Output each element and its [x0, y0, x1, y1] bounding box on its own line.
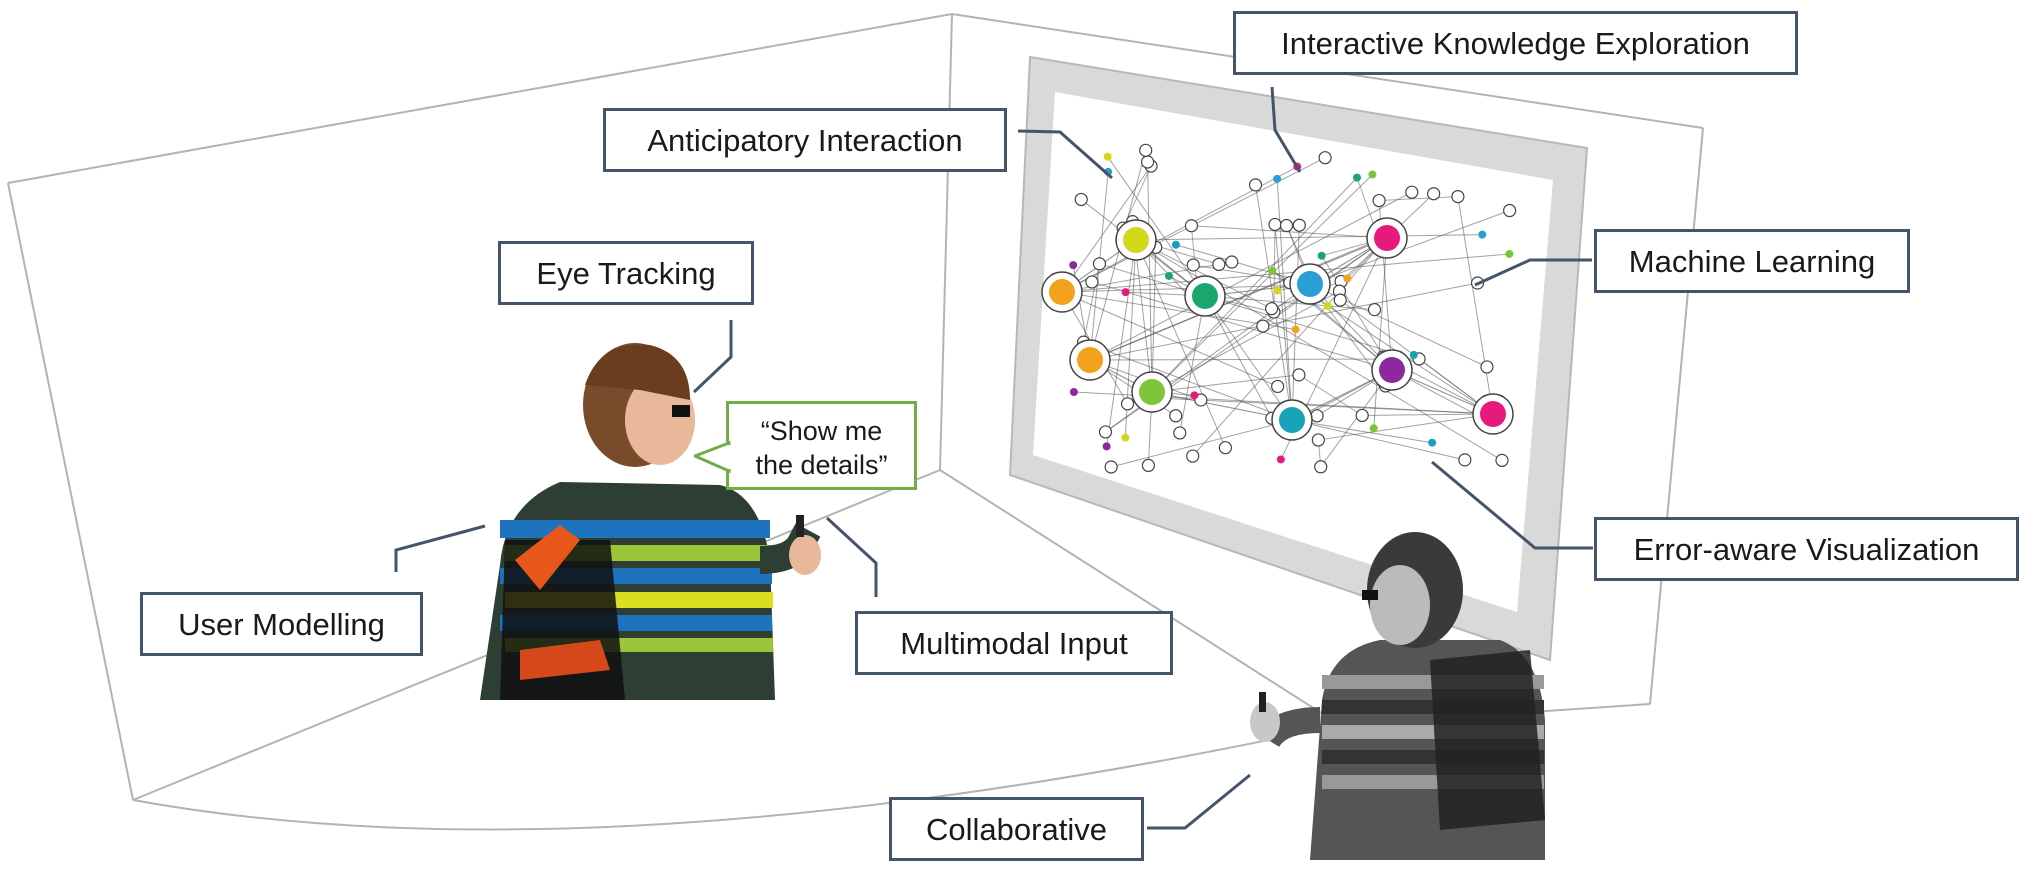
eye-tracking-label: Eye Tracking — [498, 241, 754, 305]
speech-bubble-tail — [694, 440, 733, 474]
user-color-person — [480, 343, 821, 700]
anticipatory-interaction-label: Anticipatory Interaction — [603, 108, 1007, 172]
interactive-knowledge-exploration-label: Interactive Knowledge Exploration — [1233, 11, 1798, 75]
network-graph-icon — [1041, 143, 1517, 474]
collaborator-gray-person — [1250, 532, 1545, 860]
multimodal-input-label: Multimodal Input — [855, 611, 1173, 675]
machine-learning-label: Machine Learning — [1594, 229, 1910, 293]
user-modelling-label: User Modelling — [140, 592, 423, 656]
speech-line-1: “Show me — [760, 416, 883, 446]
collaborative-label: Collaborative — [889, 797, 1144, 861]
speech-bubble: “Show me the details” — [726, 401, 917, 490]
error-aware-visualization-label: Error-aware Visualization — [1594, 517, 2019, 581]
display-screen — [1008, 55, 1589, 662]
speech-line-2: the details” — [755, 450, 888, 480]
leader-lines — [394, 86, 1593, 830]
